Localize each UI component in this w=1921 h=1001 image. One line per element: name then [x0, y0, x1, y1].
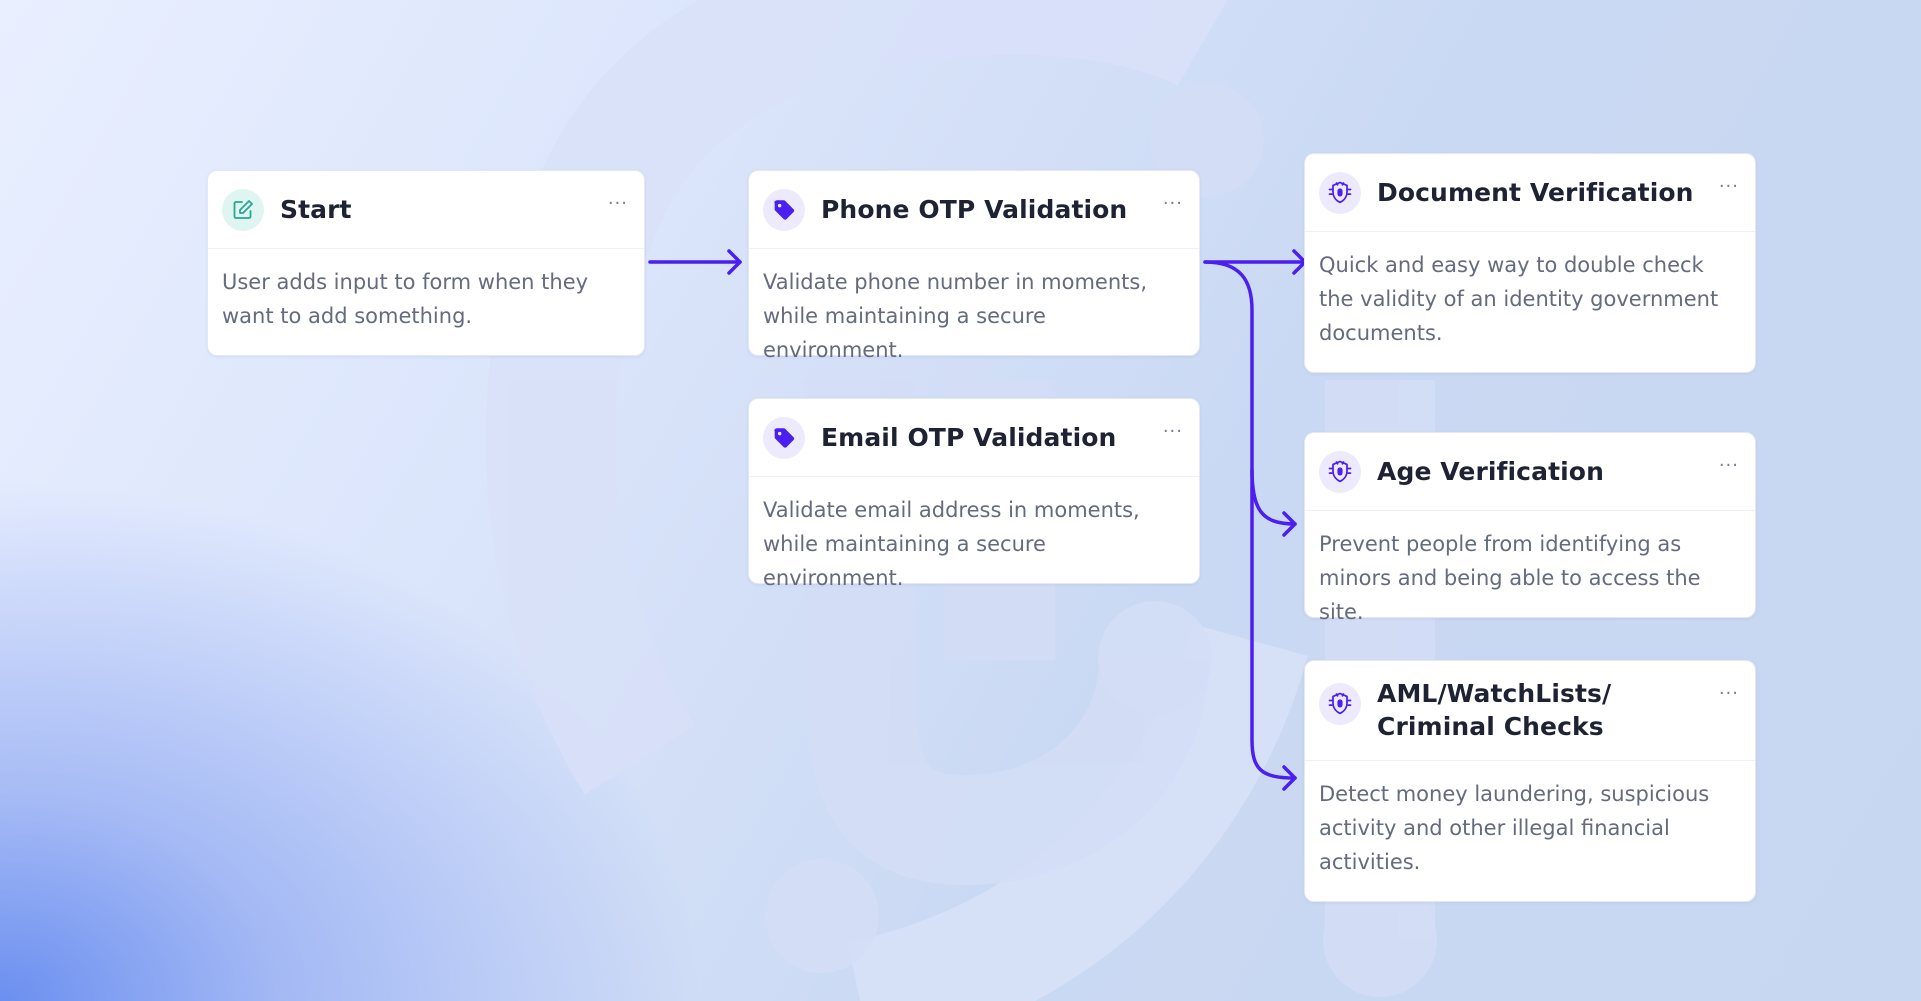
email-otp-node-title: Email OTP Validation	[821, 423, 1117, 452]
phone-otp-node-card[interactable]: Phone OTP Validation ··· Validate phone …	[748, 170, 1200, 362]
start-node-card[interactable]: Start ··· User adds input to form when t…	[207, 170, 645, 356]
document-verification-node-title: Document Verification	[1377, 178, 1694, 207]
email-otp-node-card[interactable]: Email OTP Validation ··· Validate email …	[748, 398, 1200, 590]
shield-bug-icon	[1319, 683, 1361, 725]
document-verification-node-menu-button[interactable]: ···	[1718, 176, 1739, 197]
phone-otp-node-title: Phone OTP Validation	[821, 195, 1128, 224]
age-verification-node-header: Age Verification ···	[1305, 433, 1755, 511]
start-node-menu-button[interactable]: ···	[607, 193, 628, 214]
aml-checks-node-title: AML/WatchLists/ Criminal Checks	[1377, 677, 1611, 743]
tag-icon	[763, 416, 805, 459]
arrowhead-age	[1282, 511, 1297, 537]
email-otp-node-header: Email OTP Validation ···	[749, 399, 1199, 477]
start-node-description: User adds input to form when they want t…	[222, 270, 589, 328]
tag-icon	[763, 188, 805, 231]
start-node-header: Start ···	[208, 171, 644, 249]
arrowhead-phone	[727, 249, 742, 275]
aml-checks-node-title-line2: Criminal Checks	[1377, 711, 1604, 741]
email-otp-node-menu-button[interactable]: ···	[1162, 421, 1183, 442]
aml-checks-node-description: Detect money laundering, suspicious acti…	[1319, 782, 1710, 874]
phone-otp-node-header: Phone OTP Validation ···	[749, 171, 1199, 249]
phone-otp-node-menu-button[interactable]: ···	[1162, 193, 1183, 214]
age-verification-node-title: Age Verification	[1377, 457, 1604, 486]
shield-bug-icon	[1319, 171, 1361, 214]
arrowhead-aml	[1282, 765, 1297, 791]
document-verification-node-header: Document Verification ···	[1305, 154, 1755, 232]
connector-branch-trunk	[1203, 260, 1297, 780]
aml-checks-node-title-line1: AML/WatchLists/	[1377, 678, 1612, 708]
aml-checks-node-card[interactable]: AML/WatchLists/ Criminal Checks ··· Dete…	[1304, 660, 1756, 902]
connector-to-age	[1250, 468, 1297, 526]
age-verification-node-description: Prevent people from identifying as minor…	[1319, 532, 1701, 624]
age-verification-node-card[interactable]: Age Verification ··· Prevent people from…	[1304, 432, 1756, 624]
email-otp-node-description: Validate email address in moments, while…	[763, 498, 1140, 590]
edit-icon	[222, 188, 264, 231]
aml-checks-node-header: AML/WatchLists/ Criminal Checks ···	[1305, 661, 1755, 761]
shield-bug-icon	[1319, 450, 1361, 493]
document-verification-node-description: Quick and easy way to double check the v…	[1319, 253, 1719, 345]
phone-otp-node-description: Validate phone number in moments, while …	[763, 270, 1147, 362]
aml-checks-node-menu-button[interactable]: ···	[1718, 683, 1739, 704]
start-node-title: Start	[280, 195, 352, 224]
document-verification-node-card[interactable]: Document Verification ··· Quick and easy…	[1304, 153, 1756, 373]
age-verification-node-menu-button[interactable]: ···	[1718, 455, 1739, 476]
